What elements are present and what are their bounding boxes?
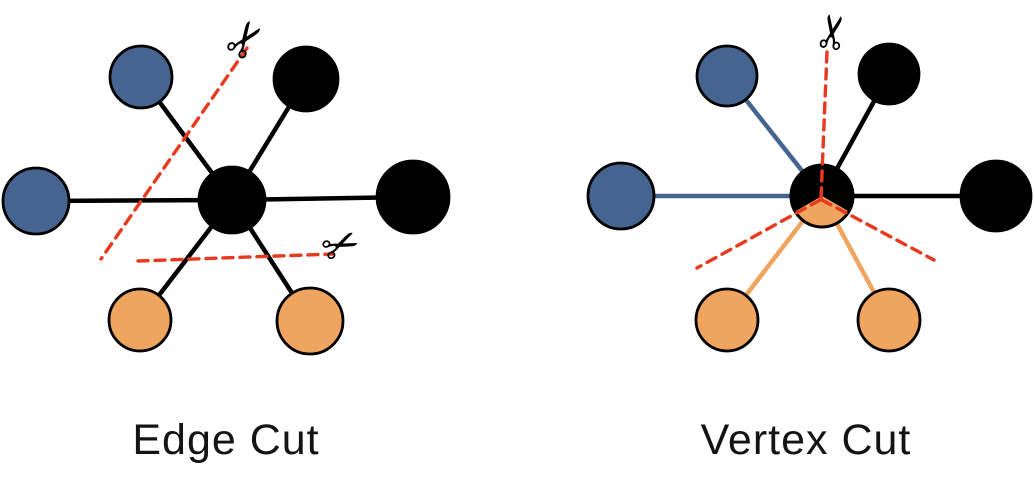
- scissors-icon: ✂: [314, 215, 368, 277]
- center-vertex: [197, 165, 267, 235]
- scissors-icon: ✂: [803, 8, 863, 55]
- vertex-split-wedge: [796, 196, 848, 226]
- cut-line: [819, 50, 829, 200]
- cut-line: [99, 46, 249, 261]
- cut-line: [695, 198, 822, 270]
- orange-node-bottom-left: [107, 287, 173, 353]
- blue-node-top-left: [695, 44, 759, 108]
- black-node-top-right: [272, 45, 340, 113]
- black-node-right: [375, 159, 451, 235]
- orange-node-bottom-right: [856, 287, 922, 353]
- black-node-top-right: [857, 42, 921, 106]
- blue-node-left: [1, 166, 71, 236]
- orange-node-bottom-right: [275, 286, 345, 356]
- vertex-cut-label: Vertex Cut: [700, 416, 912, 464]
- edge-cut-label: Edge Cut: [132, 416, 320, 464]
- blue-node-top-left: [108, 44, 174, 110]
- blue-node-left: [586, 161, 656, 231]
- cut-line: [820, 198, 936, 262]
- black-node-right: [959, 159, 1033, 233]
- scissors-icon: ✂: [212, 7, 281, 72]
- orange-node-bottom-left: [694, 287, 760, 353]
- cut-line: [136, 252, 335, 263]
- edge-cut-diagram: ✂✂: [1, 7, 451, 356]
- vertex-cut-diagram: ✂: [586, 8, 1033, 353]
